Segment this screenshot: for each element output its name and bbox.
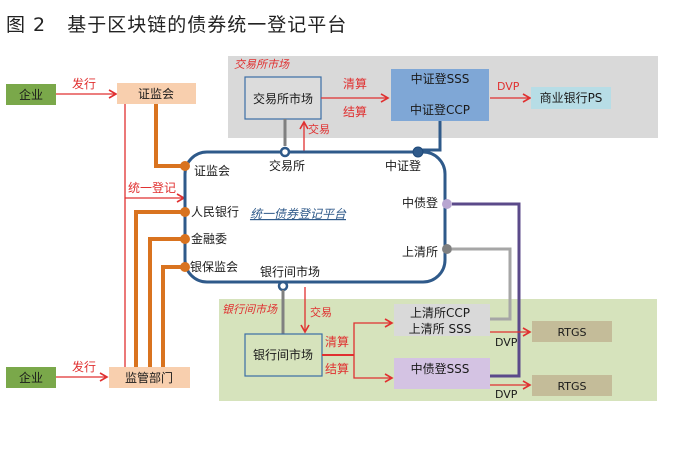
rtgs-label-1: RTGS [557, 326, 586, 339]
port-pboc-label: 人民银行 [191, 205, 239, 219]
port-interbank-label: 银行间市场 [260, 264, 320, 279]
unified-platform-name: 统一债券登记平台 [250, 207, 347, 221]
enterprise-node-bottom-label: 企业 [19, 370, 43, 385]
csdc-to-platform-line [420, 121, 442, 152]
exchange-clearing-label: 清算 [343, 76, 367, 91]
issue-label-top: 发行 [72, 76, 96, 91]
port-fin-committee-label: 金融委 [191, 231, 227, 246]
interbank-market-region-label: 银行间市场 [222, 303, 278, 316]
fin-committee-orange-link [148, 237, 185, 368]
shch-dvp-label: DVP [495, 336, 518, 349]
csdc-box [391, 69, 489, 121]
exchange-market-box-label: 交易所市场 [253, 91, 313, 106]
csdc-sss-label: 中证登SSS [411, 71, 470, 86]
commercial-bank-ps-label: 商业银行PS [540, 90, 603, 105]
enterprise-node-bottom [6, 367, 56, 388]
port-ccdc-label: 中债登 [402, 195, 438, 210]
regulators-node [109, 367, 190, 388]
cbirc-orange-link [161, 265, 185, 368]
port-exchange-label: 交易所 [269, 158, 305, 173]
csrc-node-label: 证监会 [138, 87, 174, 101]
interbank-trade-label: 交易 [310, 305, 332, 319]
interbank-market-box-label: 银行间市场 [253, 347, 313, 362]
port-pboc-dot [180, 207, 190, 217]
rtgs-label-2: RTGS [557, 380, 586, 393]
figure-title: 图 2 基于区块链的债券统一登记平台 [6, 10, 347, 37]
issue-label-bottom: 发行 [72, 359, 96, 374]
csrc-orange-link [154, 104, 185, 168]
exchange-settlement-label: 结算 [343, 104, 367, 119]
port-shch-label: 上清所 [402, 245, 438, 259]
interbank-to-shch-arrow [353, 318, 394, 355]
shch-gray-link [452, 247, 512, 321]
port-csdc-label: 中证登 [385, 158, 421, 173]
exchange-market-region-label: 交易所市场 [234, 58, 290, 71]
port-shch-dot [442, 244, 452, 254]
rtgs-box-2 [532, 375, 612, 396]
port-ccdc-dot [442, 199, 452, 209]
port-cbirc-label: 银保监会 [190, 260, 238, 274]
csdc-ccp-label: 中证登CCP [410, 102, 470, 117]
enterprise-node-top [6, 84, 56, 105]
ccdc-purple-link [452, 202, 521, 378]
figure-number: 图 2 [6, 14, 47, 36]
unified-registration-label: 统一登记 [128, 180, 176, 195]
shch-ccp-label: 上清所CCP [410, 306, 470, 320]
exchange-market-box [244, 76, 322, 120]
figure-caption: 基于区块链的债券统一登记平台 [67, 14, 348, 36]
interbank-to-ccdc-arrow [353, 355, 394, 383]
interbank-settlement-label: 结算 [325, 361, 349, 376]
shch-box [394, 304, 490, 336]
interbank-clearing-label: 清算 [325, 334, 349, 349]
enterprise-node-top-label: 企业 [19, 87, 43, 102]
pboc-orange-link [134, 210, 185, 368]
port-csdc-dot [412, 146, 424, 158]
regulators-node-label: 监管部门 [125, 370, 173, 385]
exchange-dvp-label: DVP [497, 80, 520, 93]
port-csrc-dot [180, 161, 190, 171]
ccdc-box [394, 358, 490, 389]
shch-sss-label: 上清所 SSS [409, 322, 472, 336]
port-exchange-dot [279, 146, 291, 158]
commercial-bank-ps-box [531, 87, 611, 109]
interbank-market-box [244, 333, 323, 377]
ccdc-dvp-label: DVP [495, 388, 518, 401]
port-csrc-label: 证监会 [194, 164, 230, 178]
ccdc-sss-label: 中债登SSS [411, 361, 470, 376]
csrc-node [117, 83, 196, 104]
port-fin-committee-dot [180, 234, 190, 244]
exchange-trade-label: 交易 [308, 122, 330, 136]
rtgs-box-1 [532, 321, 612, 342]
port-cbirc-dot [180, 262, 190, 272]
port-interbank-dot [277, 280, 289, 292]
